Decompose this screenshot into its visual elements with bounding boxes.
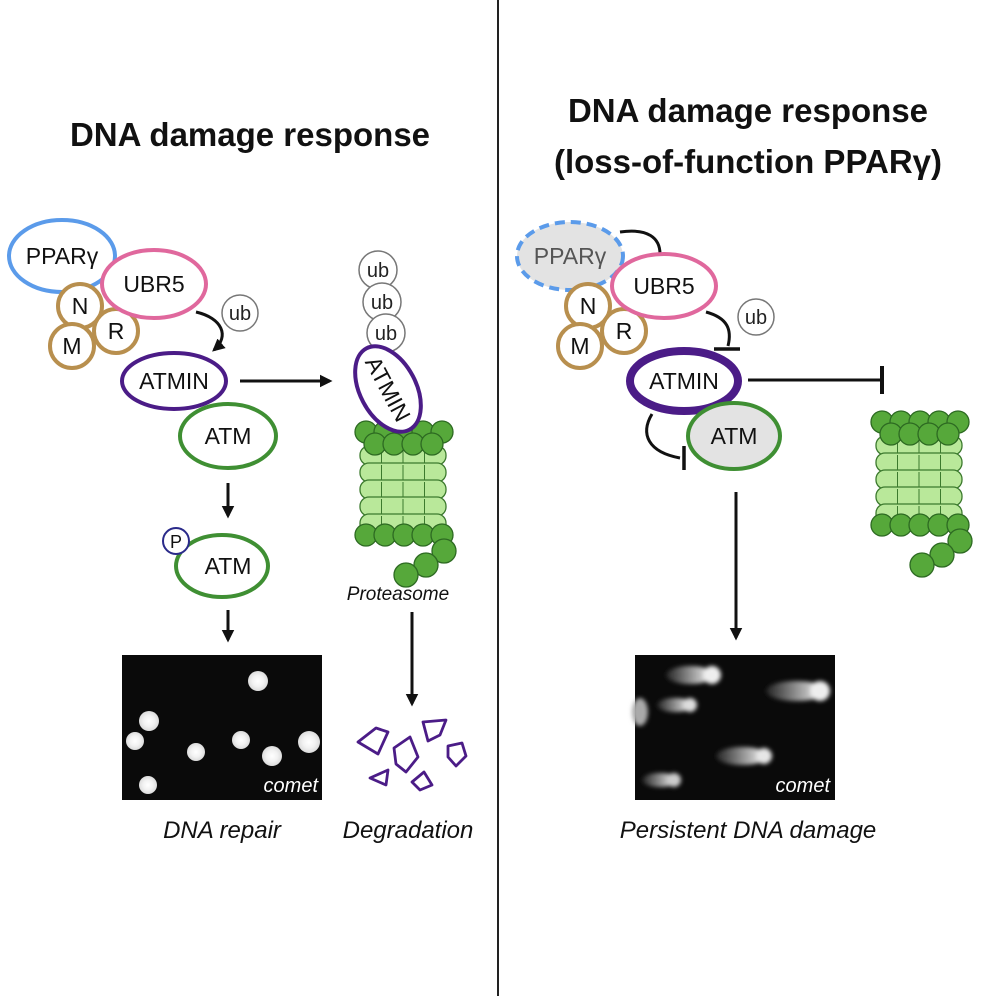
ubr5-node [100, 248, 208, 320]
atm-label-right: ATM [711, 423, 758, 449]
m-label: M [62, 333, 81, 359]
proteasome-cap-subunit [420, 432, 444, 456]
m-label-right: M [570, 333, 589, 359]
ubr5-node-right [610, 252, 718, 320]
proteasome-tail-subunit [393, 562, 419, 588]
right-title-line1: DNA damage response [568, 92, 928, 129]
n-label: N [72, 293, 89, 319]
proteasome-right [870, 410, 973, 578]
ub-chain-label-2: ub [371, 292, 393, 314]
proteasome-tail-subunit [909, 552, 935, 578]
atmin-stabilized-node [626, 347, 742, 415]
proteasome-tail-subunit [413, 552, 439, 578]
degradation-caption: Degradation [343, 817, 474, 844]
comet-label-right: comet [776, 775, 832, 797]
ubiquitin-tag [221, 294, 259, 332]
atmin-label-right: ATMIN [649, 368, 719, 394]
m-subunit-right [556, 322, 604, 370]
proteasome-tail-subunit [431, 538, 457, 564]
r-label: R [108, 318, 125, 344]
ub-label: ub [229, 303, 251, 325]
persistent-damage-caption: Persistent DNA damage [620, 817, 877, 844]
atmin-label: ATMIN [139, 368, 209, 394]
proteasome-left [354, 420, 457, 588]
ppar-inhibition-link [619, 229, 662, 255]
n-label-right: N [580, 293, 597, 319]
atmin-atm-inhibition-link [645, 413, 681, 460]
comet-label-left: comet [264, 775, 320, 797]
ubiquitin-tag-right [737, 298, 775, 336]
phospho-atm-node [174, 533, 270, 599]
r-label-right: R [616, 318, 633, 344]
ub-label-right: ub [745, 307, 767, 329]
ubiquitination-arrow [195, 310, 226, 352]
phosphate-badge [162, 527, 190, 555]
atm-label: ATM [205, 423, 252, 449]
ubr5-inhibition-link [705, 310, 731, 347]
atmin-ubiquitinated-node: ATMIN [353, 344, 423, 434]
phospho-atm-label: ATM [205, 553, 252, 579]
left-title: DNA damage response [70, 116, 430, 153]
proteasome-tail-subunit [947, 528, 973, 554]
m-subunit [48, 322, 96, 370]
ub-chain-label-1: ub [367, 260, 389, 282]
proteasome-tail-subunit [929, 542, 955, 568]
ppar-gamma-inactive-label: PPARγ [534, 243, 607, 269]
ub-chain-label-3: ub [375, 323, 397, 345]
proteasome-cap-subunit [936, 422, 960, 446]
atm-node [178, 402, 278, 470]
ubr5-label-right: UBR5 [633, 273, 694, 299]
ppar-gamma-inactive-node [515, 220, 625, 292]
atm-inactive-node [686, 401, 782, 471]
ubr5-label: UBR5 [123, 271, 184, 297]
atmin-node [120, 351, 228, 411]
comet-assay-repair-image: comet [122, 655, 322, 800]
degraded-fragments [356, 718, 468, 792]
comet-assay-damage-image: comet [632, 655, 835, 800]
proteasome-label: Proteasome [347, 584, 449, 605]
dna-repair-caption: DNA repair [163, 817, 282, 844]
right-title-line2: (loss-of-function PPARγ) [554, 143, 942, 180]
ppar-gamma-label: PPARγ [26, 243, 99, 269]
r-subunit-right [600, 307, 648, 355]
phosphate-label: P [170, 532, 182, 552]
